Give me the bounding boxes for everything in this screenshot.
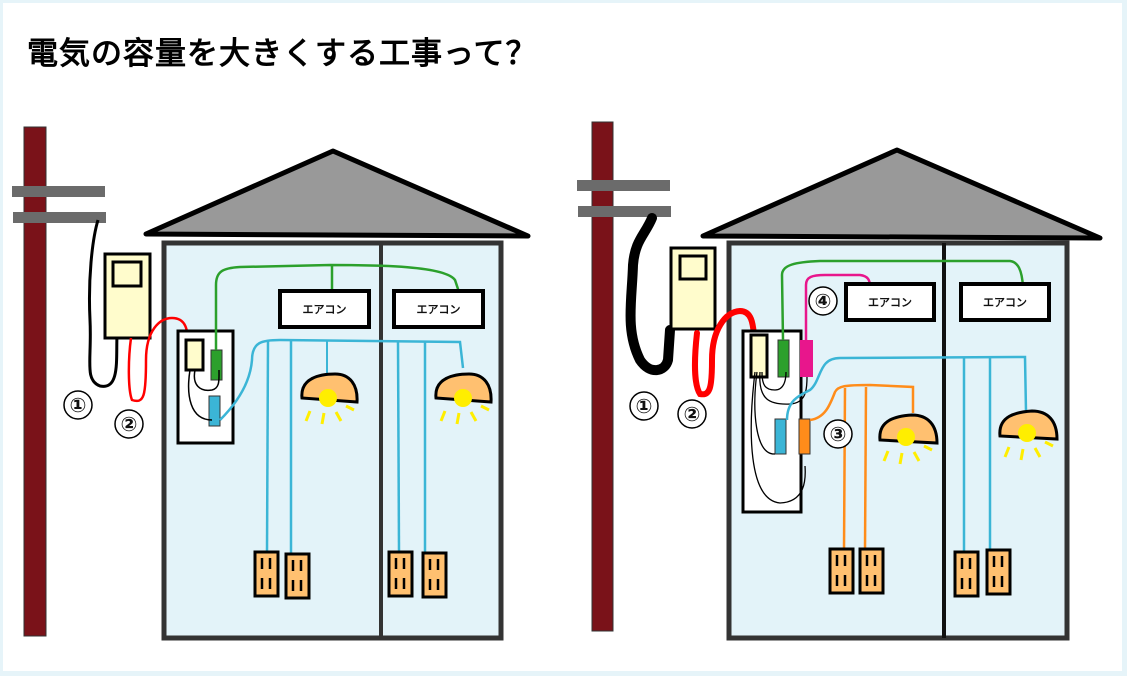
aircon-unit: [392, 289, 485, 329]
marker-2: ②: [684, 402, 701, 426]
wall-outlet: [284, 552, 311, 600]
new-circuit-breaker: [798, 418, 811, 455]
aircon-unit: [959, 282, 1051, 322]
aircon-breaker: [210, 349, 223, 381]
drop-wire: [863, 386, 868, 551]
panel-internal-wire: [761, 371, 787, 391]
marker-1: ①: [70, 393, 87, 417]
aircon-unit: [278, 289, 371, 329]
aircon-circuit-wire: [780, 259, 1025, 341]
aircon-label: エアコン: [417, 303, 461, 316]
panel-internal-wire: [193, 369, 220, 392]
aircon-label: エアコン: [868, 296, 912, 309]
aircon-circuit-wire: [214, 263, 462, 350]
pole-crossarm: [578, 206, 671, 217]
utility-pole: [23, 126, 47, 637]
house-roof: [700, 147, 1103, 241]
aircon-breaker: [777, 339, 790, 378]
marker-circle: [808, 286, 838, 316]
panel-internal-wire: [754, 371, 776, 455]
main-breaker: [184, 338, 205, 372]
marker-circle: [677, 399, 707, 429]
pole-crossarm: [577, 180, 670, 191]
outlets-group: [253, 550, 448, 600]
wall-outlet: [387, 550, 414, 598]
ceiling-light: [300, 372, 359, 425]
service-drop-wire-upgraded: [625, 213, 675, 376]
meter-window: [678, 254, 708, 281]
ceiling-light: [998, 409, 1059, 461]
new-circuit-wire: [809, 383, 915, 422]
panel-internal-wire: [187, 369, 213, 421]
aircon-unit: [844, 282, 936, 322]
lighting-circuit-wire: [785, 355, 1028, 421]
drop-wire: [396, 341, 401, 553]
marker-1: ①: [636, 394, 653, 418]
main-breaker: [749, 333, 769, 379]
page-title: 電気の容量を大きくする工事って？: [27, 36, 538, 72]
panel-internal-wire: [750, 371, 806, 504]
wall-outlet: [828, 547, 855, 595]
house-roof: [143, 148, 531, 239]
marker-circle: [114, 409, 144, 439]
aircon-label: エアコン: [303, 303, 347, 316]
marker-2: ②: [121, 412, 138, 436]
marker-3: ③: [830, 422, 847, 446]
service-drop-wire: [87, 219, 119, 388]
ceiling-light: [434, 372, 493, 425]
drop-wire: [265, 340, 270, 553]
wall-outlet: [985, 548, 1012, 596]
wall-outlet: [858, 547, 885, 595]
lighting-breaker: [774, 418, 787, 455]
after-diagram: エアコン エアコン: [577, 121, 1103, 641]
wall-outlet: [421, 551, 448, 599]
new-aircon-breaker: [800, 340, 813, 377]
marker-circle: [629, 391, 659, 421]
marker-circle: [823, 419, 853, 449]
ceiling-light: [878, 413, 939, 465]
pole-crossarm: [12, 186, 105, 197]
utility-pole: [591, 121, 614, 632]
meter-window: [111, 260, 143, 288]
wall-outlet: [953, 550, 980, 598]
wall-outlet: [253, 550, 280, 598]
lighting-breaker: [208, 395, 221, 427]
drop-wire: [842, 387, 847, 551]
meter-to-panel-wire: [127, 316, 190, 403]
new-aircon-circuit-wire: [804, 273, 872, 340]
lighting-circuit-wire: [219, 338, 465, 421]
before-diagram: エアコン エアコン: [12, 126, 531, 641]
pole-crossarm: [13, 212, 106, 223]
meter-to-panel-wire-upgraded: [692, 307, 757, 398]
marker-circle: [63, 390, 93, 420]
marker-4: ④: [815, 289, 832, 313]
outlets-group: [828, 547, 1012, 598]
aircon-label: エアコン: [983, 296, 1027, 309]
